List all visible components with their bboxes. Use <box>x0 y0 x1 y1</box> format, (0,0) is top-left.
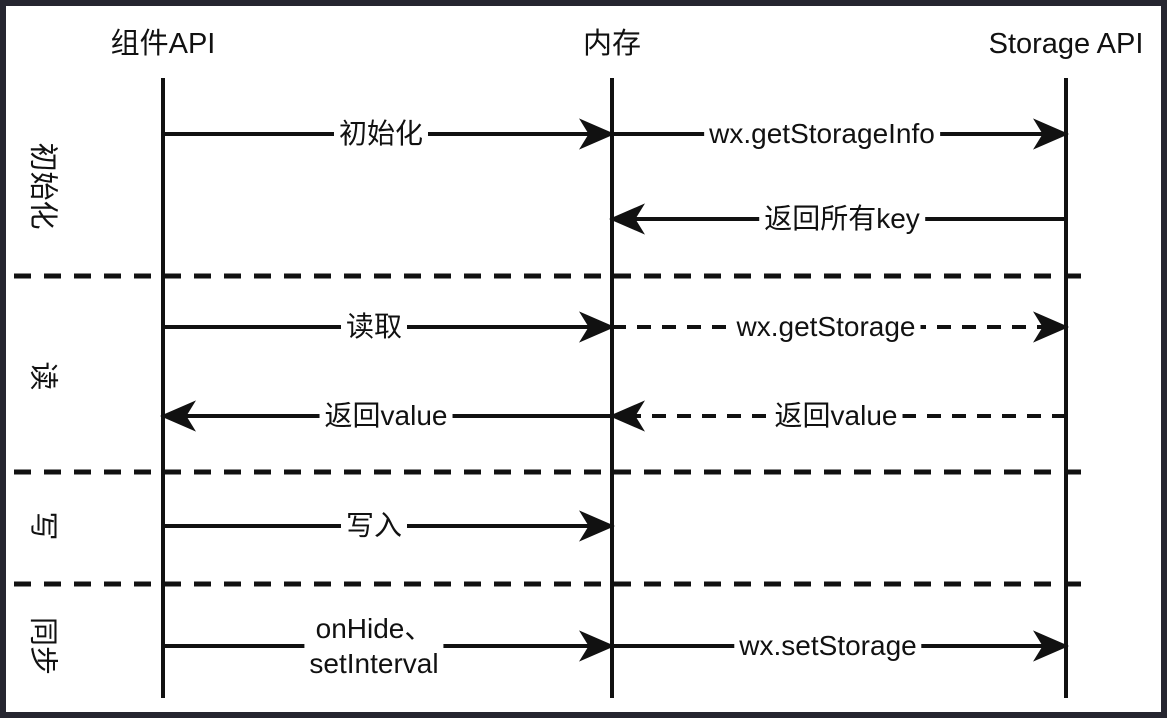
actor-label-memory: 内存 <box>582 28 642 60</box>
lifelines-group <box>161 78 1068 698</box>
msg-return-value-storage-label: 返回value <box>769 400 903 432</box>
actor-label-component-api: 组件API <box>110 28 216 60</box>
section-label-sync: 同步 <box>26 616 59 676</box>
section-label-read: 读 <box>26 361 59 391</box>
msg-return-all-keys-label: 返回所有key <box>759 203 925 235</box>
section-label-init: 初始化 <box>26 142 59 230</box>
section-dividers-group <box>14 273 1094 587</box>
actor-label-storage-api: Storage API <box>988 28 1144 60</box>
msg-read-label: 读取 <box>340 311 408 343</box>
msg-on-hide-set-interval-label-line1: onHide、 <box>315 613 433 644</box>
msg-on-hide-set-interval-label: onHide、 setInterval <box>304 611 444 681</box>
messages-group <box>160 118 1069 662</box>
msg-set-storage-label: wx.setStorage <box>734 630 922 662</box>
msg-get-storage-info-label: wx.getStorageInfo <box>704 118 940 150</box>
section-label-write: 写 <box>26 511 59 541</box>
msg-on-hide-set-interval-label-line2: setInterval <box>309 648 439 679</box>
msg-return-value-memory-label: 返回value <box>319 400 453 432</box>
msg-get-storage-label: wx.getStorage <box>731 311 921 343</box>
diagram-canvas <box>14 78 1094 698</box>
msg-write-label: 写入 <box>340 510 408 542</box>
msg-init-label: 初始化 <box>333 118 429 150</box>
